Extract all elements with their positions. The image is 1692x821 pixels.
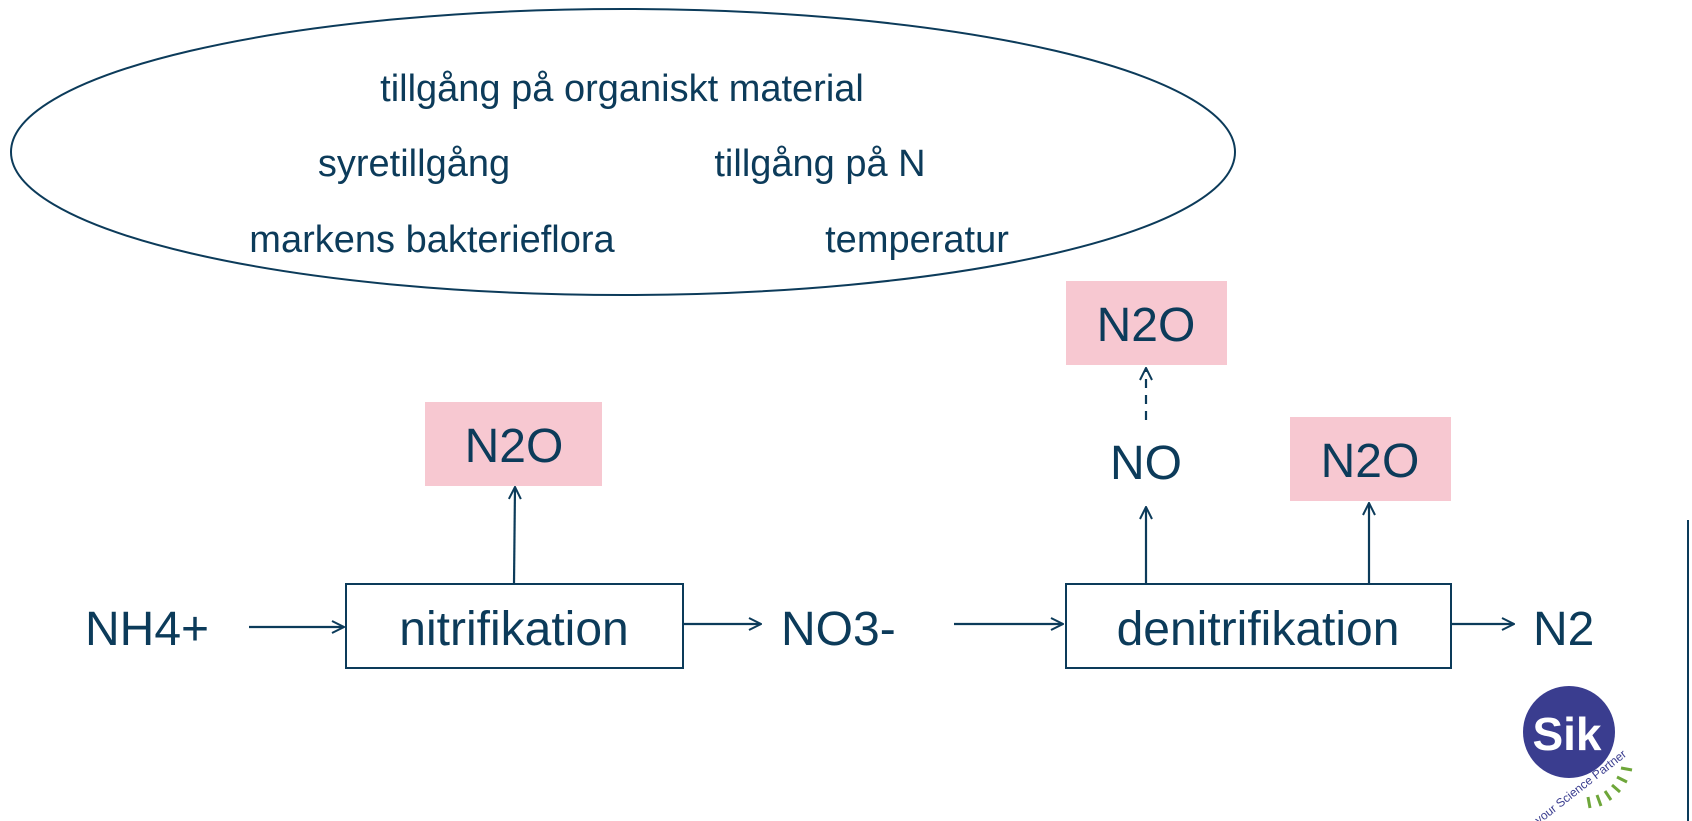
factor-organic-material: tillgång på organiskt material: [380, 68, 864, 110]
sik-logo-mark: Sik: [1532, 708, 1601, 760]
n2o-no-box: [1066, 281, 1227, 365]
sik-logo-ray-marks: [1586, 766, 1633, 809]
nitrification-label: nitrifikation: [399, 603, 628, 656]
n2o-denitrification-label: N2O: [1321, 435, 1420, 488]
species-nh4: NH4+: [85, 603, 209, 656]
factors-group: tillgång på organiskt material syretillg…: [10, 8, 1236, 296]
sik-logo: Sik your Science Partner: [1523, 686, 1633, 821]
n2o-nitrification-label: N2O: [465, 420, 564, 473]
factor-temperature: temperatur: [825, 219, 1009, 261]
nitrification-box: [345, 583, 684, 669]
factor-nitrogen: tillgång på N: [714, 143, 925, 185]
species-n2: N2: [1533, 603, 1594, 656]
factor-oxygen: syretillgång: [318, 143, 510, 185]
n2o-no-label: N2O: [1097, 299, 1196, 352]
species-no: NO: [1110, 437, 1182, 490]
n2o-nitrification-box: [425, 402, 602, 486]
species-no3: NO3-: [781, 603, 896, 656]
n2o-denitrification-box: [1290, 417, 1451, 501]
denitrification-label: denitrifikation: [1117, 603, 1400, 656]
factors-ellipse: [10, 8, 1236, 296]
denitrification-box: [1065, 583, 1452, 669]
arrow-nitrification-to-n2o: [514, 487, 515, 584]
factor-bacteria: markens bakterieflora: [249, 219, 615, 261]
sik-logo-circle: [1523, 686, 1615, 778]
